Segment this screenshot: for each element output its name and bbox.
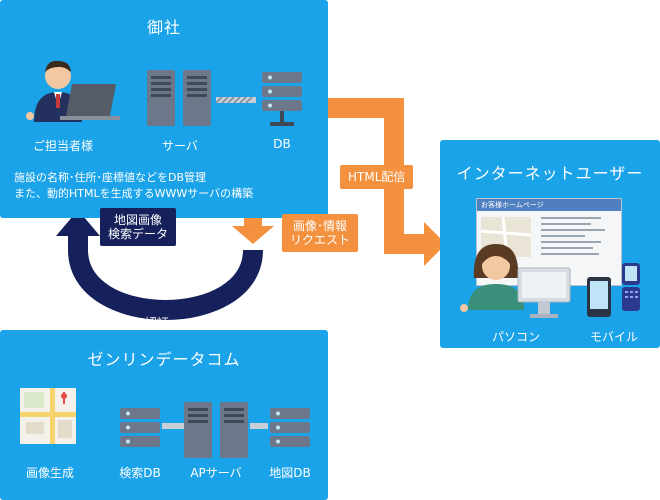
company-title: 御社 xyxy=(146,18,181,37)
company-panel: 御社 ご担当者様 サーバ DB 施設の名称･住所･座標値などをDB管理 また、動… xyxy=(0,0,328,218)
company-description: 施設の名称･住所･座標値などをDB管理 また、動的HTMLを生成するWWWサーバ… xyxy=(14,170,253,202)
map-image-search-data-tag: 地図画像 検索データ xyxy=(100,208,177,246)
smartphone-icon xyxy=(587,277,611,317)
description-line-2: また、動的HTMLを生成するWWWサーバの構築 xyxy=(14,187,254,200)
u-arrowhead xyxy=(56,210,100,236)
flip-phone-icon xyxy=(622,263,640,311)
ip-auth-label: IP認証 xyxy=(134,316,169,330)
request-arrowhead xyxy=(232,226,274,244)
tag-line: 地図画像 xyxy=(114,213,163,227)
users-title: インターネットユーザー xyxy=(456,164,644,183)
monitor-icon xyxy=(517,267,571,318)
internet-users-panel: インターネットユーザー お客様ホームページ パソコン xyxy=(440,140,660,348)
ip-auth-u-arrow xyxy=(68,234,263,320)
tag-line: 画像･情報 xyxy=(293,219,348,233)
person-laptop-icon xyxy=(26,60,120,122)
db-icon xyxy=(262,72,302,126)
server-icon xyxy=(147,70,211,126)
website-header: お客様ホームページ xyxy=(477,199,621,211)
mobile-label: モバイル xyxy=(589,330,639,344)
search-db-icon xyxy=(120,408,160,447)
cable-icon xyxy=(162,423,184,429)
ap-server-label: APサーバ xyxy=(190,466,242,480)
map-thumbnail-icon xyxy=(20,388,76,444)
search-db-label: 検索DB xyxy=(119,466,161,480)
server-label: サーバ xyxy=(162,139,198,153)
map-db-label: 地図DB xyxy=(269,466,311,480)
description-line-1: 施設の名称･住所･座標値などをDB管理 xyxy=(14,171,207,184)
cable-icon xyxy=(250,423,268,429)
map-db-icon xyxy=(270,408,310,447)
zenrin-panel: ゼンリンデータコム 画像生成 検索DB APサーバ 地図DB xyxy=(0,330,328,500)
pc-label: パソコン xyxy=(491,330,541,344)
zenrin-title: ゼンリンデータコム xyxy=(87,350,241,369)
website-text-lines xyxy=(541,217,605,255)
image-info-request-tag: 画像･情報 リクエスト xyxy=(282,214,359,252)
db-label: DB xyxy=(273,137,291,151)
html-delivery-arrowhead xyxy=(424,222,446,266)
tag-line: リクエスト xyxy=(290,233,351,247)
woman-user-icon xyxy=(460,244,524,312)
person-label: ご担当者様 xyxy=(32,139,94,153)
ap-server-icon xyxy=(184,402,248,458)
cable-icon xyxy=(215,96,256,104)
image-gen-label: 画像生成 xyxy=(25,466,75,480)
html-delivery-tag: HTML配信 xyxy=(340,165,414,189)
tag-line: 検索データ xyxy=(108,227,169,241)
